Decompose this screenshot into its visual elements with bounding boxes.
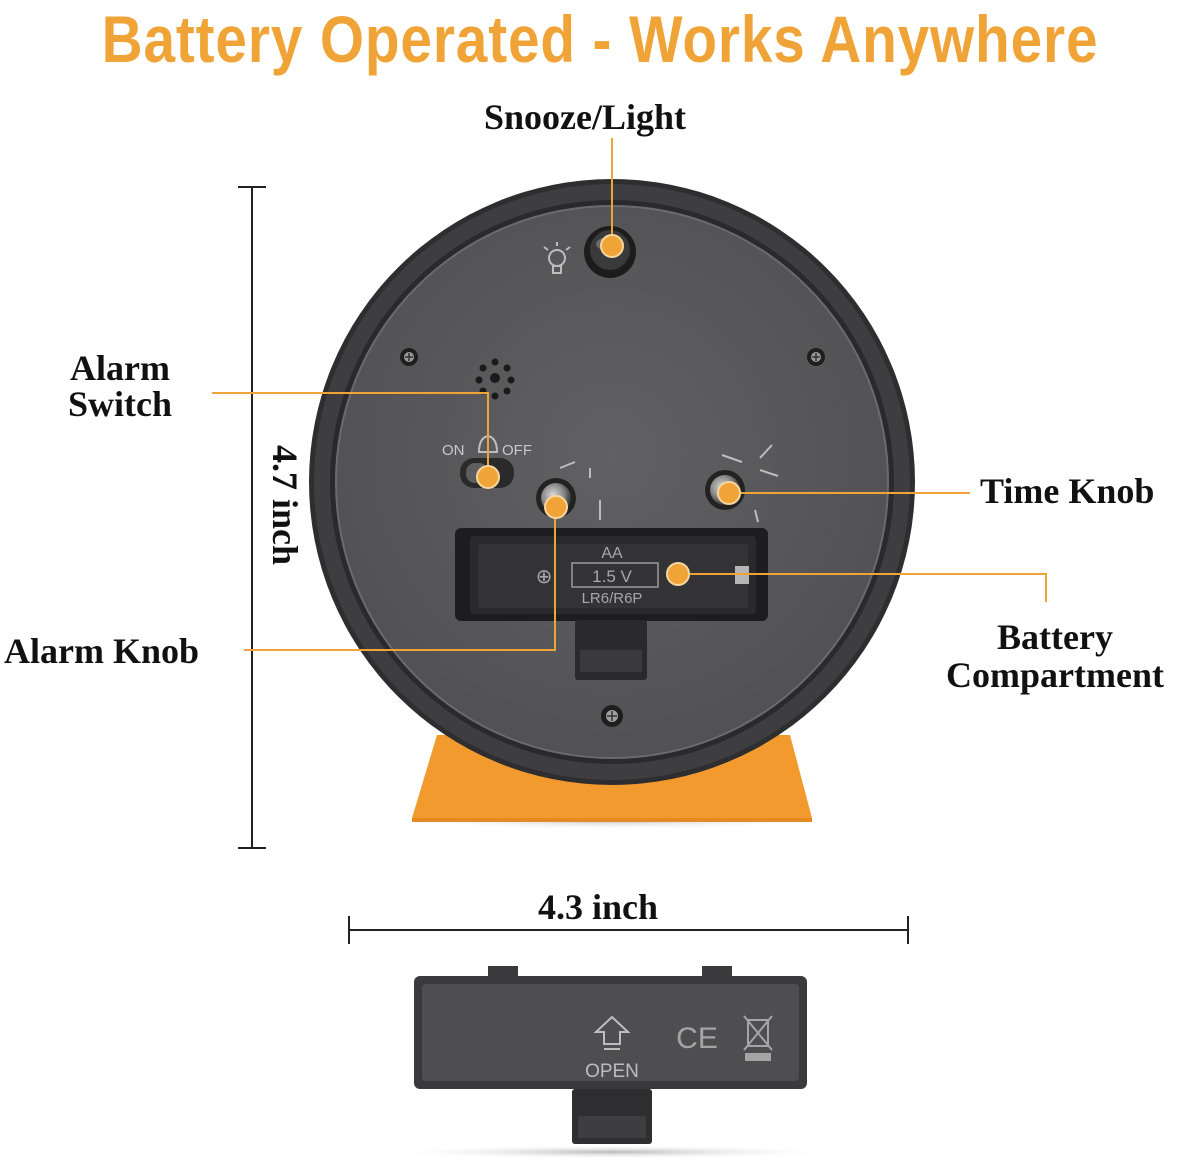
alarm-knob-label: Alarm Knob [4,631,200,671]
ce-mark: CE [676,1022,718,1055]
lid-open-label: OPEN [585,1061,639,1082]
screw-icon [400,348,825,727]
battery-type-label: AA [601,545,623,562]
height-dimension-label: 4.7 inch [265,444,305,566]
battery-compartment-label-line2: Compartment [946,655,1164,695]
width-dimension-line [348,916,909,944]
alarm-switch-label: Alarm Switch [40,350,200,422]
height-dimension-line [238,186,266,849]
battery-plus-symbol: ⊕ [536,564,553,588]
callout-dots [476,234,741,586]
switch-off-label: OFF [502,442,532,459]
time-knob-label: Time Knob [980,471,1155,511]
snooze-light-label: Snooze/Light [484,97,687,137]
leader-lines [212,138,1047,651]
crossed-bin-icon [743,1015,773,1061]
battery-compartment-label: Battery Compartment [914,618,1196,694]
battery-compartment-label-line1: Battery [997,617,1113,657]
speaker-grille-icon [475,358,515,400]
alarm-switch-label-line1: Alarm [70,348,170,388]
battery-voltage-label: 1.5 V [592,567,632,586]
bulb-icon [543,242,571,274]
headline: Battery Operated - Works Anywhere [101,2,1099,76]
battery-lid [382,966,842,1159]
switch-on-label: ON [442,442,465,459]
battery-compartment [455,528,768,680]
width-dimension-label: 4.3 inch [538,887,659,927]
battery-code-label: LR6/R6P [582,590,643,607]
alarm-switch-label-line2: Switch [67,384,172,424]
